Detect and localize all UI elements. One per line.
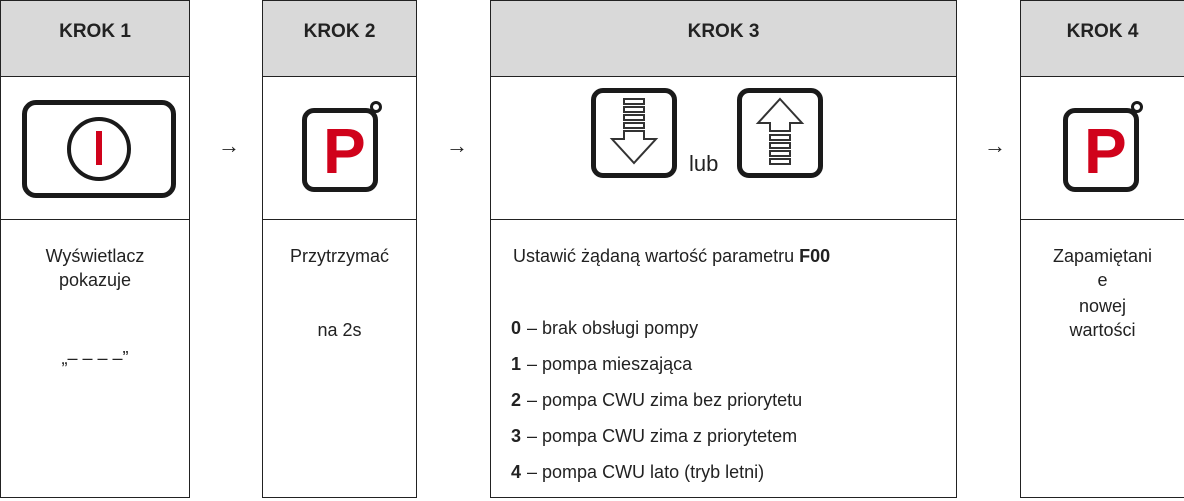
step-4-line-1: Zapamiętani [1052,246,1153,266]
option-text: – pompa CWU lato (tryb letni) [527,462,765,482]
option-1: 1– pompa mieszająca [511,354,692,375]
step-2-line-1: Przytrzymać [290,246,389,266]
arrow-up-button-icon [737,88,823,178]
option-text: – pompa CWU zima z priorytetem [527,426,798,446]
step-4-line-2: e [1097,270,1108,290]
step-1-line-2: pokazuje [58,270,132,290]
step-1-line-3: „– – – –” [61,348,129,368]
arrow-down-button-icon [591,88,677,178]
option-0: 0– brak obsługi pompy [511,318,698,339]
indicator-dot-icon [370,101,382,113]
step-4-line-3: nowej [1078,296,1127,316]
option-value: 2 [511,390,522,410]
option-value: 0 [511,318,522,338]
step-2-description: Przytrzymać na 2s [263,220,416,497]
step-4-line-4: wartości [1069,320,1136,340]
step-4-header: KROK 4 [1021,1,1184,77]
step-1-header: KROK 1 [1,1,189,77]
step-2-header: KROK 2 [263,1,416,77]
or-label: lub [689,151,719,176]
parameter-code: F00 [799,246,831,266]
step-3-intro-text: Ustawić żądaną wartość parametru [513,246,800,266]
option-text: – brak obsługi pompy [527,318,699,338]
power-symbol-icon [67,117,131,181]
step-1-line-1: Wyświetlacz [45,246,145,266]
option-text: – pompa CWU zima bez priorytetu [527,390,803,410]
step-3-intro: Ustawić żądaną wartość parametru F00 [513,246,830,267]
p-letter: P [1084,115,1127,187]
step-4-column: KROK 4 P Zapamiętani e nowej wartości [1020,0,1184,498]
option-value: 4 [511,462,522,482]
step-2-line-2: na 2s [317,320,362,340]
step-4-description: Zapamiętani e nowej wartości [1021,220,1184,497]
option-value: 1 [511,354,522,374]
arrow-3: → [984,133,1006,158]
p-button-icon: P [302,108,378,192]
arrow-down-symbol [609,98,659,165]
p-button-icon: P [1063,108,1139,192]
step-4-icon-cell: P [1021,77,1184,220]
step-3-icon-cell: lub [491,77,956,220]
option-4: 4– pompa CWU lato (tryb letni) [511,462,764,483]
step-3-header: KROK 3 [491,1,956,77]
option-3: 3– pompa CWU zima z priorytetem [511,426,797,447]
step-1-icon-cell [1,77,189,220]
option-value: 3 [511,426,522,446]
option-2: 2– pompa CWU zima bez priorytetu [511,390,802,411]
p-letter: P [323,115,366,187]
step-1-column: KROK 1 Wyświetlacz pokazuje „– – – –” [0,0,190,498]
arrow-1: → [218,133,240,158]
step-2-column: KROK 2 P Przytrzymać na 2s [262,0,417,498]
arrow-up-symbol [755,97,805,165]
indicator-dot-icon [1131,101,1143,113]
step-3-column: KROK 3 lub Ustawić żądaną wartość para [490,0,957,498]
step-1-description: Wyświetlacz pokazuje „– – – –” [1,220,189,497]
step-3-description: Ustawić żądaną wartość parametru F00 0– … [491,220,956,497]
power-button-icon [22,100,176,198]
step-2-icon-cell: P [263,77,416,220]
arrow-2: → [446,133,468,158]
option-text: – pompa mieszająca [527,354,693,374]
